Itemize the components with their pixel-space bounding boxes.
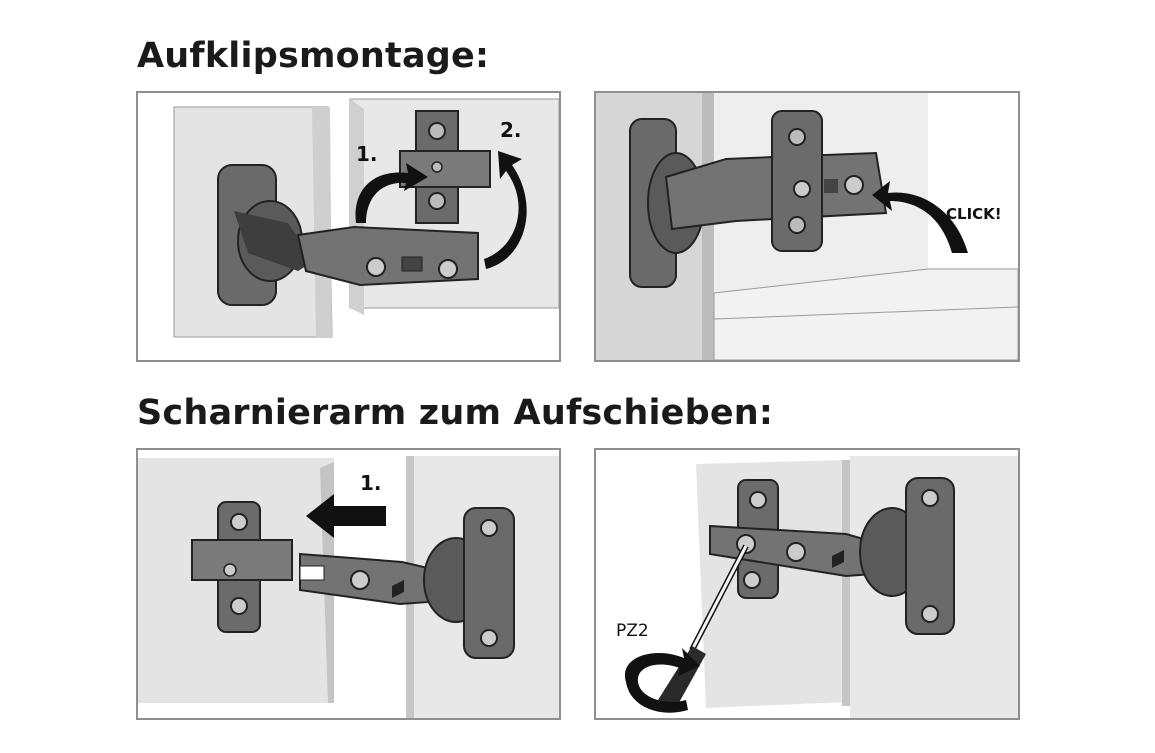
clip-on-illustration: 1. 2. bbox=[173, 98, 559, 338]
heading-clip-mounting: Aufklipsmontage: bbox=[137, 36, 490, 76]
screw-illustration: PZ2 bbox=[616, 456, 1018, 718]
arrow-step2-icon bbox=[484, 151, 527, 269]
slide-arrow-icon bbox=[306, 494, 386, 538]
heading-slide-on-arm: Scharnierarm zum Aufschieben: bbox=[137, 393, 774, 433]
panel-slide-on: 1. bbox=[136, 448, 561, 720]
click-arrow-icon bbox=[872, 181, 968, 253]
arrow-step1-icon bbox=[355, 163, 428, 223]
hinge-arm-icon bbox=[296, 225, 479, 287]
clip-click-illustration: CLICK! bbox=[596, 93, 1018, 360]
tool-label: PZ2 bbox=[616, 621, 649, 641]
slide-on-illustration: 1. bbox=[138, 456, 559, 718]
click-label: CLICK! bbox=[946, 205, 1002, 223]
mounting-plate-icon bbox=[191, 501, 293, 633]
panel-clip-on-click: CLICK! bbox=[594, 91, 1020, 362]
hinge-cup-icon bbox=[423, 507, 515, 659]
hinge-body-icon bbox=[664, 110, 888, 252]
panel-screw-tighten: PZ2 bbox=[594, 448, 1020, 720]
mounting-plate-icon bbox=[399, 110, 491, 224]
step1-label: 1. bbox=[356, 142, 378, 166]
hinge-arm-icon bbox=[709, 524, 875, 578]
panel-clip-on-steps: 1. 2. bbox=[136, 91, 561, 362]
hinge-cup-icon bbox=[859, 477, 955, 635]
rotate-arrow-icon bbox=[624, 648, 700, 713]
step2-label: 2. bbox=[500, 118, 522, 142]
step1-label: 1. bbox=[360, 471, 382, 495]
